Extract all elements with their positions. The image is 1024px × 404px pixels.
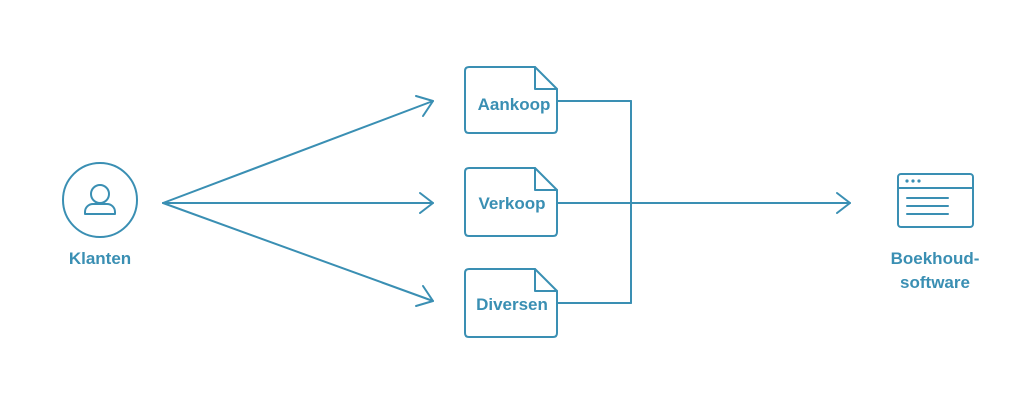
app-window-icon bbox=[897, 173, 974, 228]
verkoop-label: Verkoop bbox=[478, 194, 545, 213]
arrow-to-aankoop bbox=[162, 95, 434, 204]
aankoop-label: Aankoop bbox=[478, 95, 551, 114]
document-icon bbox=[464, 167, 558, 237]
klanten-label: Klanten bbox=[69, 249, 131, 268]
document-fold bbox=[534, 167, 558, 191]
document-aankoop bbox=[464, 66, 558, 134]
arrow-to-diversen bbox=[162, 202, 434, 307]
arrow-to-software bbox=[556, 192, 851, 214]
software-node bbox=[897, 173, 974, 228]
document-fold bbox=[534, 66, 558, 90]
document-verkoop bbox=[464, 167, 558, 237]
window-dots bbox=[905, 179, 921, 183]
user-icon bbox=[84, 184, 116, 215]
klanten-node bbox=[62, 162, 138, 238]
diversen-label: Diversen bbox=[476, 295, 548, 314]
software-label-line2: software bbox=[900, 273, 970, 292]
software-label-line1: Boekhoud- bbox=[891, 249, 980, 268]
document-icon bbox=[464, 66, 558, 134]
document-diversen bbox=[464, 268, 558, 338]
user-circle bbox=[62, 162, 138, 238]
document-fold bbox=[534, 268, 558, 292]
arrow-to-verkoop bbox=[162, 192, 434, 214]
document-icon bbox=[464, 268, 558, 338]
